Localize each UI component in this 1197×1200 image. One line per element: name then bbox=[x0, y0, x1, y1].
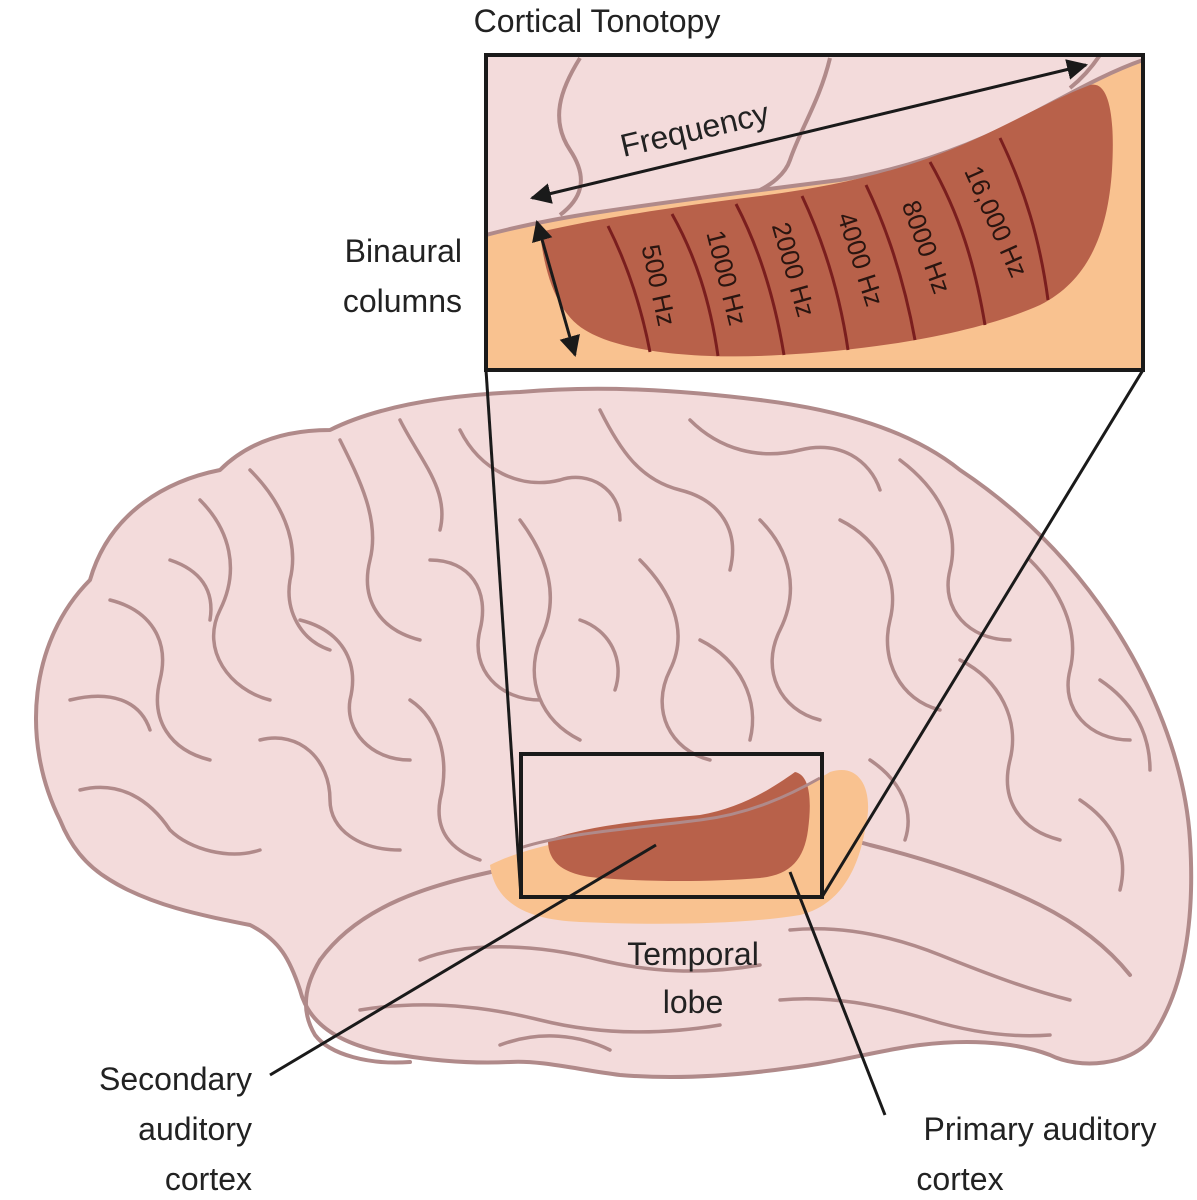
diagram-title: Cortical Tonotopy bbox=[474, 3, 721, 39]
brain bbox=[34, 386, 1194, 1080]
zoom-connector-right bbox=[820, 369, 1145, 898]
primary-cortex-leader bbox=[788, 871, 887, 1116]
temporal-lobe-label: lobe bbox=[663, 984, 724, 1020]
brain-sulci bbox=[68, 408, 1152, 1052]
binaural-columns-label: columns bbox=[343, 283, 462, 319]
inset-frame bbox=[484, 53, 1145, 372]
secondary-cortex-leader bbox=[269, 843, 657, 1077]
secondary-cortex-label: auditory bbox=[138, 1111, 252, 1147]
primary-cortex-label: Primary auditory bbox=[924, 1111, 1157, 1147]
binaural-columns-label: Binaural bbox=[345, 233, 462, 269]
brain-hemisphere bbox=[34, 386, 1194, 1080]
zoom-region-box bbox=[519, 752, 824, 899]
temporal-lobe-label: Temporal bbox=[627, 936, 759, 972]
sylvian-fissure bbox=[519, 776, 821, 850]
primary-cortex-label: cortex bbox=[916, 1161, 1003, 1197]
frequency-arrow bbox=[529, 59, 1089, 204]
secondary-cortex-label: cortex bbox=[165, 1161, 252, 1197]
secondary-cortex-label: Secondary bbox=[99, 1061, 252, 1097]
zoom-connector-left bbox=[484, 369, 523, 898]
tonotopy-inset: 500 Hz 1000 Hz 2000 Hz 4000 Hz 8000 Hz 1… bbox=[484, 53, 1145, 372]
temporal-lobe-contour bbox=[303, 958, 412, 1065]
primary-auditory-cortex bbox=[548, 772, 810, 881]
binaural-columns-arrow bbox=[532, 219, 580, 358]
